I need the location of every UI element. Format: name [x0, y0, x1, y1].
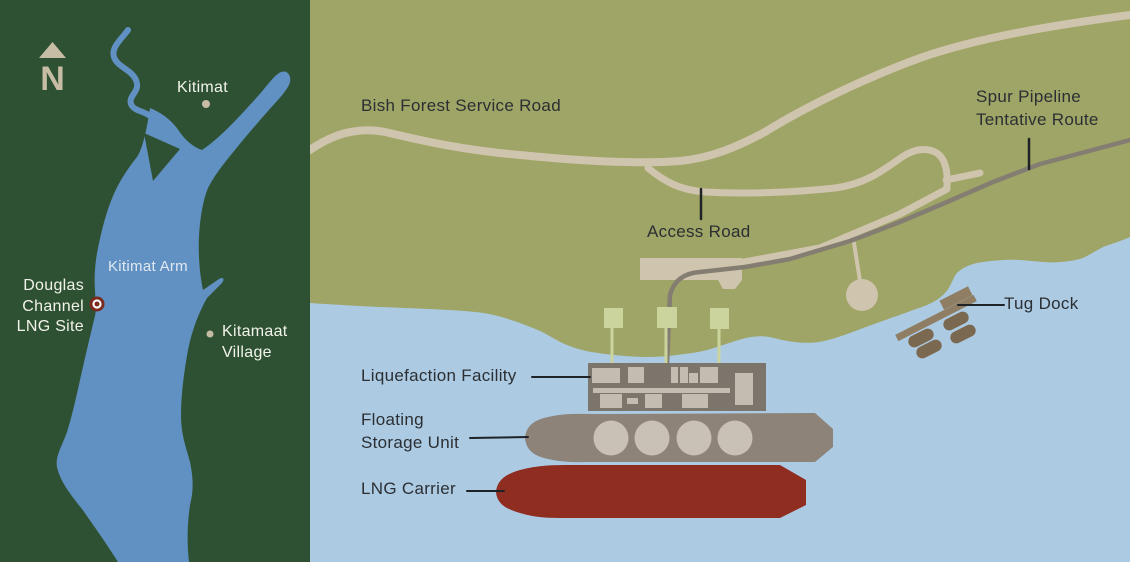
leader-lines	[466, 137, 1031, 492]
storage-tank	[676, 420, 712, 456]
north-arrow-letter: N	[40, 60, 65, 98]
spur-pipeline-label-line1: Spur Pipeline	[976, 87, 1082, 106]
fsu-label-line1: Floating	[361, 410, 424, 429]
tug-boat	[943, 311, 969, 331]
inset-location-map: N Kitimat Kitimat Arm Douglas Channel LN…	[0, 0, 310, 562]
mooring-dolphins	[604, 307, 729, 365]
access-road-loop	[644, 146, 951, 197]
spur-pipeline-label-line2: Tentative Route	[976, 110, 1099, 129]
turnaround-stem	[852, 241, 862, 283]
kitimat-label: Kitimat	[177, 79, 228, 96]
tug-boat	[908, 328, 934, 348]
mooring-stem	[610, 328, 614, 365]
mooring-platform	[604, 308, 623, 328]
mooring-stem	[664, 328, 668, 365]
lng-carrier	[496, 465, 806, 518]
mooring-platform	[657, 307, 677, 328]
liquefaction-label: Liquefaction Facility	[361, 366, 517, 385]
facility-module	[735, 373, 753, 405]
storage-tank	[593, 420, 629, 456]
facility-module	[689, 373, 698, 383]
bish-road-label: Bish Forest Service Road	[361, 96, 561, 115]
kitimat-arm-water	[56, 71, 291, 562]
lng-site-marker	[89, 296, 105, 312]
lng-site-label-line1: Douglas	[23, 277, 84, 294]
dock-head	[939, 286, 973, 310]
laydown-pad	[640, 258, 742, 280]
facility-module	[592, 368, 620, 383]
facility-module	[627, 398, 638, 404]
storage-tank	[717, 420, 753, 456]
floating-storage-unit	[525, 413, 833, 463]
tug-dock	[895, 286, 977, 342]
lng-carrier-label: LNG Carrier	[361, 479, 456, 498]
facility-module	[671, 367, 678, 383]
fsu-leader	[469, 436, 529, 439]
turnaround-circle	[846, 279, 878, 311]
mooring-stem	[717, 329, 721, 365]
mooring-platform	[710, 308, 729, 329]
facility-module	[682, 394, 708, 408]
north-arrow-icon: N	[39, 42, 66, 98]
kitamaat-village-label-line2: Village	[222, 344, 272, 361]
fsu-label-line2: Storage Unit	[361, 433, 460, 452]
spur-pipeline-label: Spur Pipeline Tentative Route	[976, 85, 1099, 131]
tug-boat	[950, 324, 976, 344]
storage-tank	[634, 420, 670, 456]
site-map-graphic	[310, 0, 1130, 562]
kitimat-town-dot	[202, 100, 210, 108]
fsu-label: Floating Storage Unit	[361, 408, 459, 454]
dock-strip	[895, 294, 977, 342]
road-connector-stub	[942, 169, 984, 184]
inset-map-graphic: N	[0, 0, 310, 562]
pipe-rack	[593, 388, 730, 393]
pad-ramp	[718, 280, 742, 289]
road-network	[310, 11, 1130, 283]
access-road-label: Access Road	[647, 222, 751, 241]
kitamaat-village-label: Kitamaat Village	[222, 321, 288, 363]
kitimat-river	[110, 27, 155, 121]
site-plan-map	[310, 0, 1130, 562]
north-arrow-triangle	[39, 42, 66, 58]
kitamaat-village-label-line1: Kitamaat	[222, 323, 288, 340]
tug-boats	[908, 311, 976, 359]
shore-point	[144, 133, 180, 181]
road-pads	[640, 258, 878, 311]
lng-site-label-line3: LNG Site	[16, 318, 84, 335]
tug-dock-label: Tug Dock	[1004, 294, 1079, 313]
bish-forest-service-road	[310, 11, 1130, 167]
lng-site-label: Douglas Channel LNG Site	[6, 276, 84, 338]
facility-module	[600, 394, 622, 408]
spur-pipeline-route	[664, 137, 1130, 367]
facility-modules	[592, 367, 753, 408]
facility-module	[700, 367, 718, 383]
shoreline-land	[310, 0, 1130, 357]
facility-module	[628, 367, 644, 383]
kitamaat-village-dot	[206, 330, 214, 338]
fsu-tanks	[593, 420, 753, 456]
access-road-to-site	[740, 185, 951, 266]
facility-module	[680, 367, 688, 383]
lng-site-label-line2: Channel	[22, 297, 84, 315]
facility-module	[645, 394, 662, 408]
tug-boat	[916, 339, 942, 359]
kitimat-arm-label: Kitimat Arm	[108, 258, 188, 275]
marker-center	[94, 301, 100, 307]
